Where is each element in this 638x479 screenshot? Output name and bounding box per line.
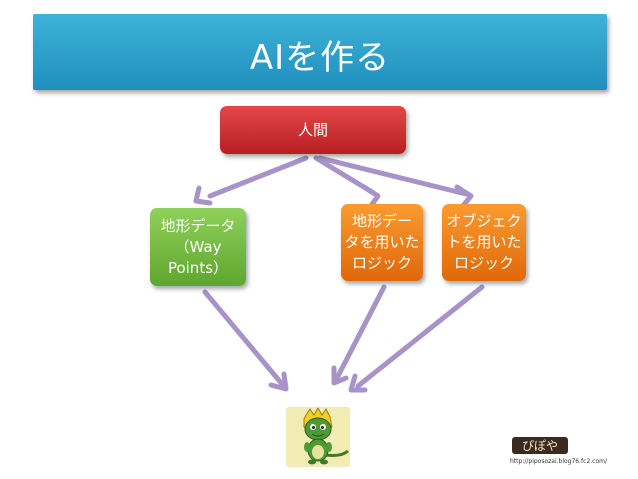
arrowhead-character-mid (331, 365, 349, 386)
object-logic-node: オブジェク トを用いた ロジック (442, 204, 526, 281)
arrowhead-terrain-logic (361, 184, 381, 210)
terrain-logic-node: 地形デー タを用いた ロジック (341, 204, 423, 281)
pipoya-logo: ぴぽや (512, 437, 568, 454)
arrowhead-terrain (193, 185, 213, 206)
arrowhead-character-right (348, 373, 368, 393)
slide-title: AIを作る (249, 38, 391, 78)
arrowhead-character-left (268, 371, 289, 392)
title-banner: AIを作る (33, 14, 607, 90)
arrow-human-to-terrain (207, 155, 309, 199)
green-dragon-icon (303, 406, 349, 465)
terrain-data-node-label: 地形データ （Way Points） (160, 216, 236, 277)
arrow-object-logic-to-character (355, 284, 485, 389)
arrow-terrain-to-character (202, 289, 285, 387)
object-logic-node-label: オブジェク トを用いた ロジック (446, 212, 522, 272)
human-node: 人間 (220, 106, 406, 154)
arrow-terrain-logic-to-character (334, 284, 387, 381)
arrow-human-to-object-logic (317, 155, 469, 197)
terrain-logic-node-label: 地形デー タを用いた ロジック (344, 212, 420, 272)
human-node-label: 人間 (297, 120, 328, 139)
credit-url[interactable]: http://piposozai.blog76.fc2.com/ (510, 458, 608, 465)
arrowhead-object-logic (454, 184, 474, 210)
terrain-data-node: 地形データ （Way Points） (150, 208, 246, 286)
pipoya-logo-text: ぴぽや (521, 439, 558, 453)
character-tile (286, 406, 350, 467)
